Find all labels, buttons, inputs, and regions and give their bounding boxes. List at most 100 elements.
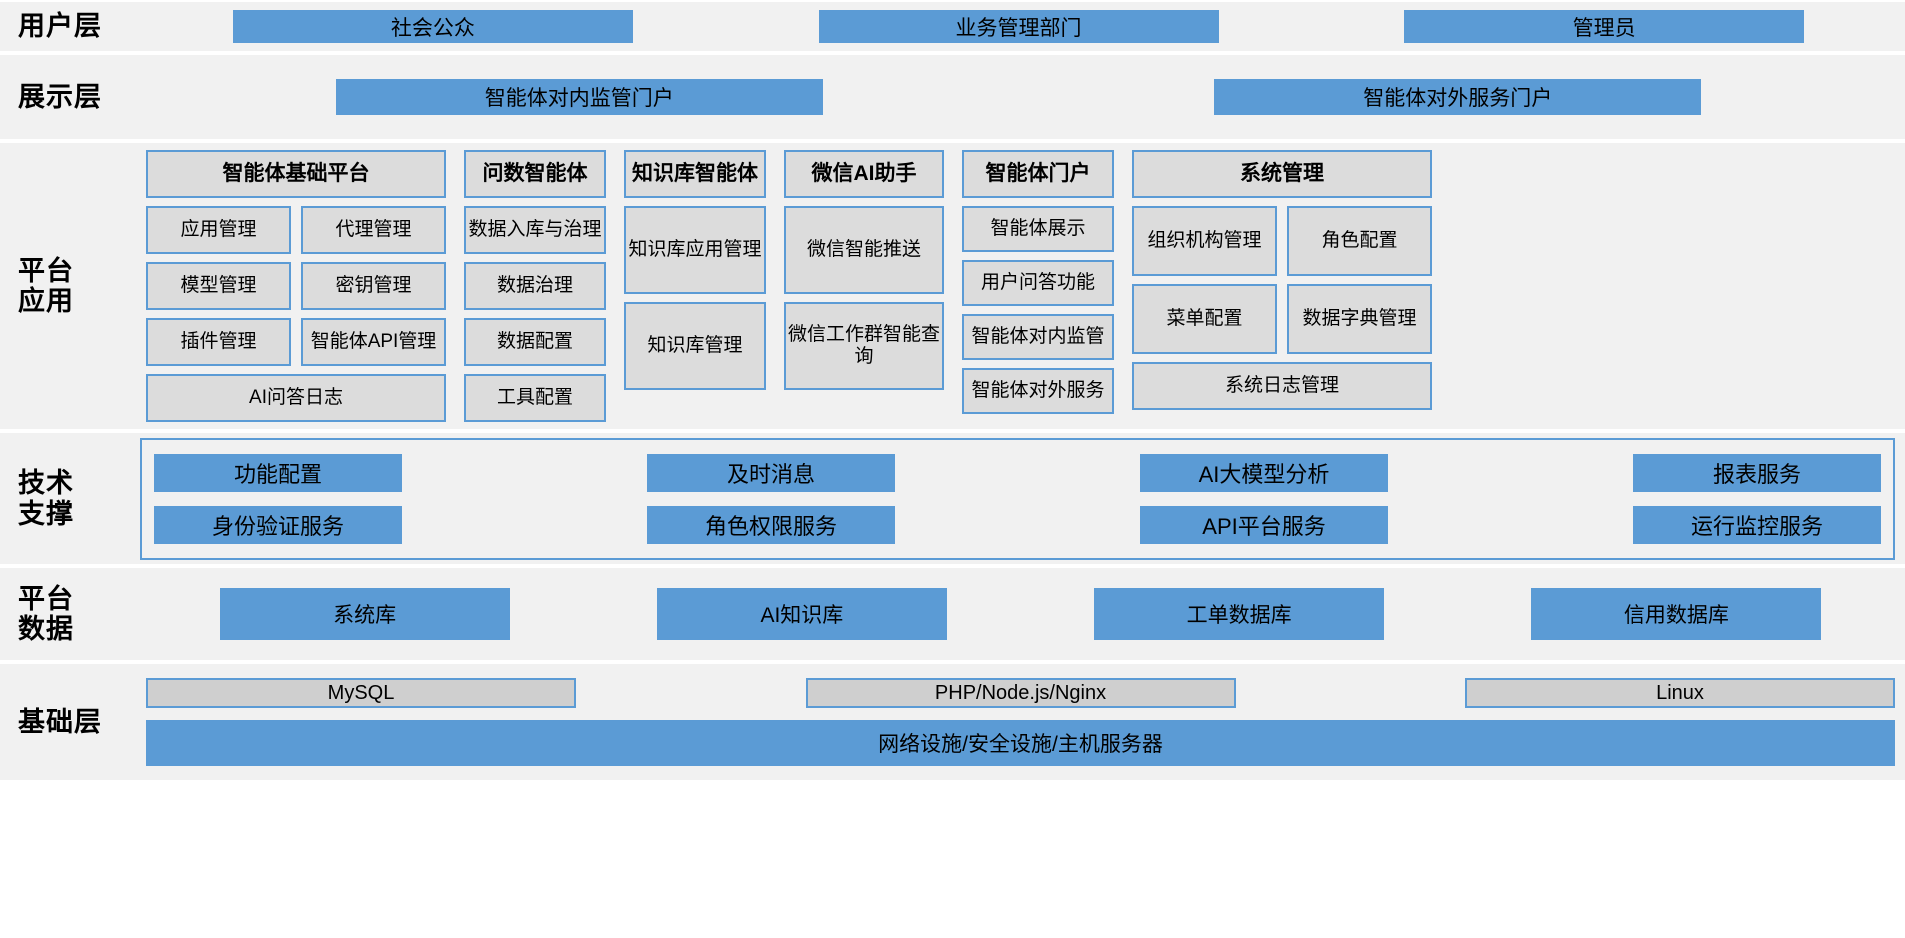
tech-item-api-platform-service[interactable]: API平台服务 — [1140, 505, 1388, 544]
platform-row: 数据入库与治理 — [464, 206, 606, 254]
platform-row: AI问答日志 — [146, 374, 446, 422]
platform-row: 知识库管理 — [624, 302, 766, 390]
platform-item-plugin-management[interactable]: 插件管理 — [146, 318, 291, 366]
platform-row: 智能体展示 — [962, 206, 1114, 252]
layer-body-platform-application: 智能体基础平台 应用管理 代理管理 模型管理 密钥管理 插件管理 智能体API管… — [140, 143, 1905, 429]
data-box-system-db[interactable]: 系统库 — [219, 588, 510, 640]
platform-item-model-management[interactable]: 模型管理 — [146, 262, 291, 310]
platform-item-user-qa-function[interactable]: 用户问答功能 — [962, 260, 1114, 306]
layer-body-platform-data: 系统库 AI知识库 工单数据库 信用数据库 — [140, 568, 1905, 660]
tech-item-authentication-service[interactable]: 身份验证服务 — [154, 505, 402, 544]
layer-label-technical-support: 技术 支撑 — [18, 468, 74, 529]
user-box-admin[interactable]: 管理员 — [1404, 10, 1805, 43]
user-box-public[interactable]: 社会公众 — [232, 10, 633, 43]
presentation-box-external-portal[interactable]: 智能体对外服务门户 — [1214, 79, 1702, 115]
tech-item-instant-message[interactable]: 及时消息 — [647, 453, 895, 492]
infra-item-php-node-nginx[interactable]: PHP/Node.js/Nginx — [805, 678, 1236, 708]
platform-column-title[interactable]: 智能体门户 — [962, 150, 1114, 198]
data-box-work-order-db[interactable]: 工单数据库 — [1094, 588, 1385, 640]
platform-item-kb-management[interactable]: 知识库管理 — [624, 302, 766, 390]
platform-item-agent-showcase[interactable]: 智能体展示 — [962, 206, 1114, 252]
platform-item-org-management[interactable]: 组织机构管理 — [1132, 206, 1277, 276]
platform-row: 用户问答功能 — [962, 260, 1114, 306]
platform-column-title[interactable]: 智能体基础平台 — [146, 150, 446, 198]
platform-row: 智能体对内监管 — [962, 314, 1114, 360]
platform-column-agent-portal: 智能体门户 智能体展示 用户问答功能 智能体对内监管 智能体对外服务 — [962, 150, 1114, 414]
tech-support-container: 功能配置 及时消息 AI大模型分析 报表服务 身份验证服务 角色权限服务 API… — [140, 437, 1895, 560]
tech-item-role-permission-service[interactable]: 角色权限服务 — [647, 505, 895, 544]
layer-label-presentation: 展示层 — [18, 81, 102, 112]
platform-item-key-management[interactable]: 密钥管理 — [301, 262, 446, 310]
data-box-credit-db[interactable]: 信用数据库 — [1531, 588, 1822, 640]
platform-row: 菜单配置 数据字典管理 — [1132, 284, 1432, 354]
tech-item-report-service[interactable]: 报表服务 — [1633, 453, 1881, 492]
layer-label-platform-application: 平台 应用 — [18, 255, 74, 316]
infra-item-mysql[interactable]: MySQL — [146, 678, 576, 708]
platform-column-title[interactable]: 微信AI助手 — [784, 150, 944, 198]
platform-column-knowledge-agent: 知识库智能体 知识库应用管理 知识库管理 — [624, 150, 766, 390]
layer-body-infrastructure: MySQL PHP/Node.js/Nginx Linux 网络设施/安全设施/… — [140, 664, 1905, 780]
layer-user: 用户层 社会公众 业务管理部门 管理员 — [0, 0, 1905, 53]
platform-column-data-query-agent: 问数智能体 数据入库与治理 数据治理 数据配置 工具配置 — [464, 150, 606, 422]
platform-row: 模型管理 密钥管理 — [146, 262, 446, 310]
layer-platform-data: 平台 数据 系统库 AI知识库 工单数据库 信用数据库 — [0, 566, 1905, 662]
platform-item-ai-qa-log[interactable]: AI问答日志 — [146, 374, 446, 422]
platform-item-data-ingest-governance[interactable]: 数据入库与治理 — [464, 206, 606, 254]
platform-item-wechat-group-query[interactable]: 微信工作群智能查询 — [784, 302, 944, 390]
infra-item-network-security-host[interactable]: 网络设施/安全设施/主机服务器 — [146, 720, 1895, 766]
platform-item-tool-config[interactable]: 工具配置 — [464, 374, 606, 422]
tech-item-runtime-monitor-service[interactable]: 运行监控服务 — [1633, 505, 1881, 544]
layer-body-user: 社会公众 业务管理部门 管理员 — [140, 2, 1905, 51]
layer-technical-support: 技术 支撑 功能配置 及时消息 AI大模型分析 报表服务 身份验证服务 角色权限… — [0, 431, 1905, 566]
platform-column-title[interactable]: 知识库智能体 — [624, 150, 766, 198]
platform-item-agent-external-service[interactable]: 智能体对外服务 — [962, 368, 1114, 414]
platform-item-agent-api-management[interactable]: 智能体API管理 — [301, 318, 446, 366]
platform-row: 工具配置 — [464, 374, 606, 422]
platform-item-system-log-management[interactable]: 系统日志管理 — [1132, 362, 1432, 410]
layer-infrastructure: 基础层 MySQL PHP/Node.js/Nginx Linux 网络设施/安… — [0, 662, 1905, 782]
platform-column-agent-base: 智能体基础平台 应用管理 代理管理 模型管理 密钥管理 插件管理 智能体API管… — [146, 150, 446, 422]
platform-item-wechat-smart-push[interactable]: 微信智能推送 — [784, 206, 944, 294]
data-box-ai-knowledge-db[interactable]: AI知识库 — [656, 588, 947, 640]
tech-row: 功能配置 及时消息 AI大模型分析 报表服务 — [154, 453, 1881, 492]
infra-item-linux[interactable]: Linux — [1465, 678, 1895, 708]
data-cell: 工单数据库 — [1021, 588, 1458, 640]
layer-label-platform-data: 平台 数据 — [18, 583, 74, 644]
layer-label-infrastructure: 基础层 — [18, 706, 102, 737]
infrastructure-container: MySQL PHP/Node.js/Nginx Linux 网络设施/安全设施/… — [140, 678, 1905, 766]
platform-row: 微信工作群智能查询 — [784, 302, 944, 390]
platform-item-agent-internal-supervision[interactable]: 智能体对内监管 — [962, 314, 1114, 360]
tech-row: 身份验证服务 角色权限服务 API平台服务 运行监控服务 — [154, 505, 1881, 544]
data-cell: 系统库 — [146, 588, 583, 640]
platform-item-data-dictionary[interactable]: 数据字典管理 — [1287, 284, 1432, 354]
platform-row: 知识库应用管理 — [624, 206, 766, 294]
platform-row: 数据治理 — [464, 262, 606, 310]
platform-row: 数据配置 — [464, 318, 606, 366]
user-cell: 管理员 — [1311, 10, 1897, 43]
platform-item-role-config[interactable]: 角色配置 — [1287, 206, 1432, 276]
platform-item-data-governance[interactable]: 数据治理 — [464, 262, 606, 310]
tech-item-ai-model-analysis[interactable]: AI大模型分析 — [1140, 453, 1388, 492]
tech-item-function-config[interactable]: 功能配置 — [154, 453, 402, 492]
platform-column-system-management: 系统管理 组织机构管理 角色配置 菜单配置 数据字典管理 系统日志管理 — [1132, 150, 1432, 410]
platform-column-title[interactable]: 问数智能体 — [464, 150, 606, 198]
platform-item-data-config[interactable]: 数据配置 — [464, 318, 606, 366]
platform-row: 系统日志管理 — [1132, 362, 1432, 410]
platform-item-kb-app-management[interactable]: 知识库应用管理 — [624, 206, 766, 294]
user-box-business-dept[interactable]: 业务管理部门 — [818, 10, 1219, 43]
presentation-box-internal-portal[interactable]: 智能体对内监管门户 — [335, 79, 823, 115]
layer-body-presentation: 智能体对内监管门户 智能体对外服务门户 — [140, 55, 1905, 139]
platform-item-menu-config[interactable]: 菜单配置 — [1132, 284, 1277, 354]
presentation-cell: 智能体对内监管门户 — [140, 79, 1019, 115]
platform-column-title[interactable]: 系统管理 — [1132, 150, 1432, 198]
layer-presentation: 展示层 智能体对内监管门户 智能体对外服务门户 — [0, 53, 1905, 141]
platform-item-agent-management[interactable]: 代理管理 — [301, 206, 446, 254]
platform-row: 智能体对外服务 — [962, 368, 1114, 414]
platform-row: 插件管理 智能体API管理 — [146, 318, 446, 366]
data-cell: AI知识库 — [583, 588, 1020, 640]
platform-columns: 智能体基础平台 应用管理 代理管理 模型管理 密钥管理 插件管理 智能体API管… — [140, 138, 1905, 434]
user-cell: 社会公众 — [140, 10, 726, 43]
presentation-cell: 智能体对外服务门户 — [1019, 79, 1898, 115]
platform-item-app-management[interactable]: 应用管理 — [146, 206, 291, 254]
